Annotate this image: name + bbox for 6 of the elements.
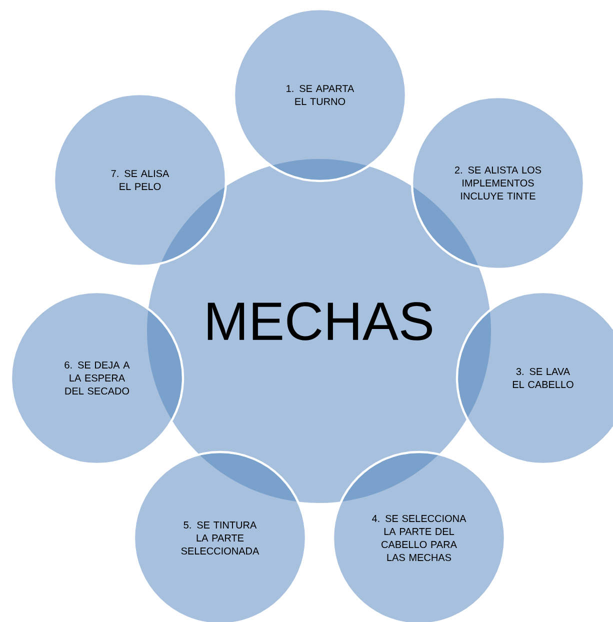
node-label: MECHAS	[208, 302, 432, 340]
node-label: 6. SE DEJA A LA ESPERA DEL SECADO	[64, 361, 130, 395]
node-label: 1. SE APARTA EL TURNO	[286, 84, 354, 106]
node-label: 4. SE SELECCIONA LA PARTE DEL CABELLO PARA LAS MECHAS	[372, 514, 466, 562]
node-label: 5. SE TINTURA LA PARTE SELECCIONADA	[181, 521, 260, 555]
node-label: 3. SE LAVA EL CABELLO	[512, 368, 574, 388]
